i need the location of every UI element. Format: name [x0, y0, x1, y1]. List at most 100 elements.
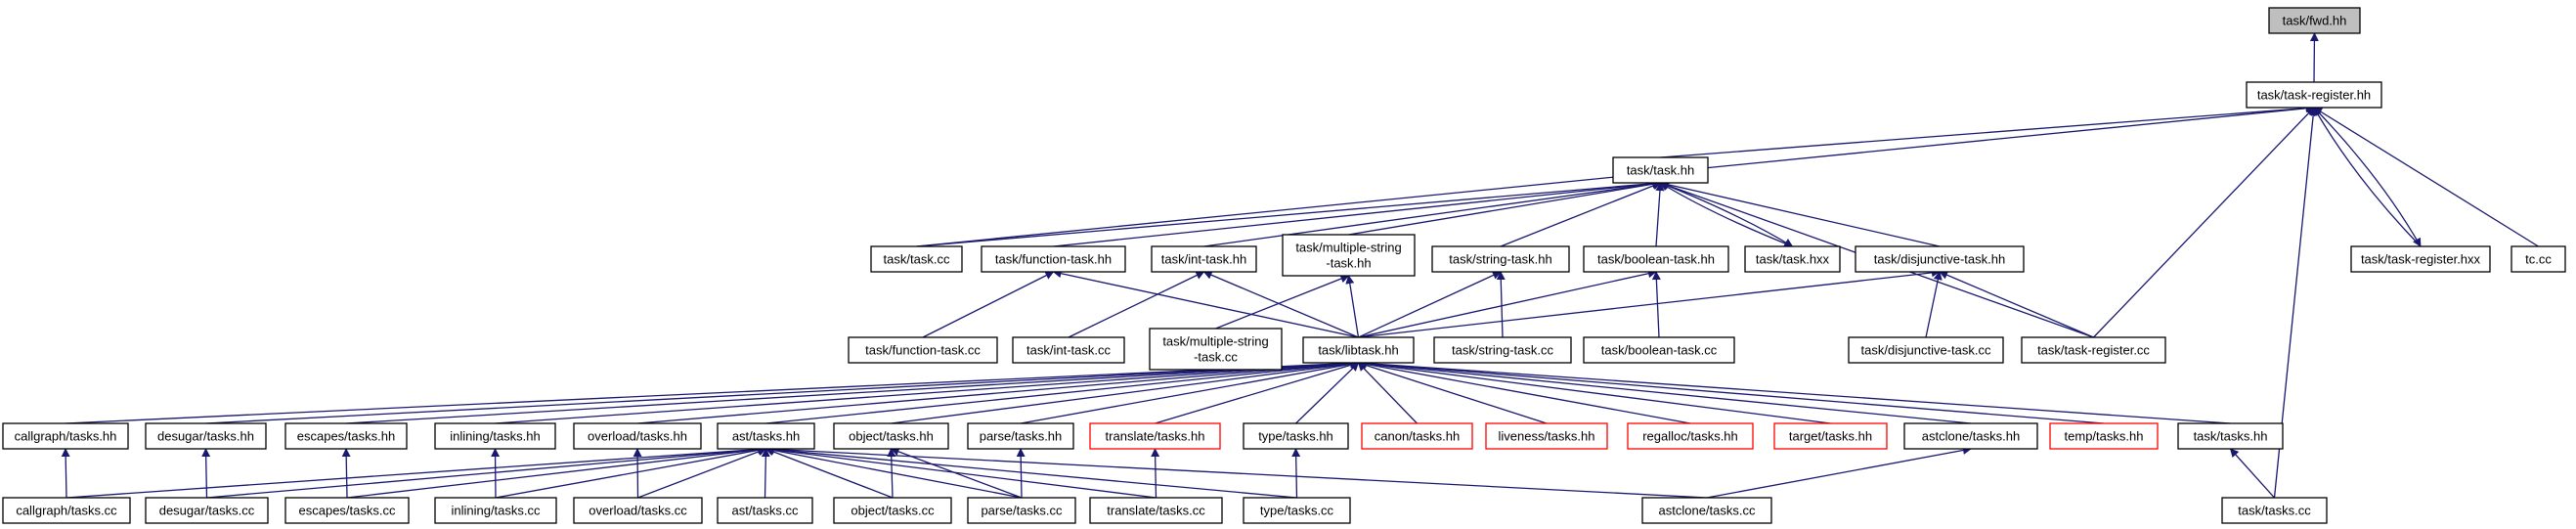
node-overload-tasks-cc[interactable]: overload/tasks.cc — [573, 497, 703, 524]
node-label: object/tasks.cc — [851, 504, 935, 518]
node-label: task/task-register.hh — [2257, 88, 2371, 103]
node-temp-tasks-hh[interactable]: temp/tasks.hh — [2049, 422, 2159, 450]
node-task-task-register-hxx[interactable]: task/task-register.hxx — [2350, 245, 2491, 273]
node-translate-tasks-cc[interactable]: translate/tasks.cc — [1089, 497, 1223, 524]
node-target-tasks-hh[interactable]: target/tasks.hh — [1773, 422, 1888, 450]
node-label: task/function-task.hh — [995, 252, 1112, 267]
node-ast-tasks-cc[interactable]: ast/tasks.cc — [717, 497, 813, 524]
node-label: task/int-task.hh — [1161, 252, 1246, 267]
edge-disj_hh-to-task_hh — [1659, 180, 1941, 247]
node-label: tc.cc — [2525, 252, 2552, 267]
node-desugar-tasks-cc[interactable]: desugar/tasks.cc — [145, 497, 269, 524]
node-task-task-cc[interactable]: task/task.cc — [870, 245, 963, 273]
node-label: task/libtask.hh — [1318, 343, 1398, 358]
edge-translate_cc-to-ast_hh — [764, 445, 1157, 499]
node-type-tasks-cc[interactable]: type/tasks.cc — [1243, 497, 1351, 524]
node-box — [573, 422, 702, 450]
node-liveness-tasks-hh[interactable]: liveness/tasks.hh — [1485, 422, 1608, 450]
node-label: task/tasks.cc — [2238, 504, 2311, 518]
node-box — [284, 422, 408, 450]
node-astclone-tasks-hh[interactable]: astclone/tasks.hh — [1903, 422, 2038, 450]
node-label: regalloc/tasks.hh — [1642, 429, 1738, 444]
node-task-disjunctive-task-cc[interactable]: task/disjunctive-task.cc — [1848, 336, 2004, 364]
node-escapes-tasks-cc[interactable]: escapes/tasks.cc — [284, 497, 410, 524]
node-desugar-tasks-hh[interactable]: desugar/tasks.hh — [145, 422, 267, 450]
node-task-task-register-hh[interactable]: task/task-register.hh — [2246, 81, 2382, 109]
node-box — [1089, 422, 1221, 450]
node-tc-cc[interactable]: tc.cc — [2511, 245, 2566, 273]
edge-libtask-to-multi_hh — [1345, 275, 1360, 338]
node-type-tasks-hh[interactable]: type/tasks.hh — [1243, 422, 1349, 450]
node-box — [1149, 328, 1283, 371]
node-task-disjunctive-task-hh[interactable]: task/disjunctive-task.hh — [1855, 245, 2025, 273]
node-label: overload/tasks.cc — [589, 504, 687, 518]
node-task-tasks-cc[interactable]: task/tasks.cc — [2221, 497, 2328, 524]
node-task-function-task-cc[interactable]: task/function-task.cc — [848, 336, 998, 364]
node-object-tasks-cc[interactable]: object/tasks.cc — [833, 497, 952, 524]
edge-tasktasks_hh-to-libtask — [1357, 359, 2231, 424]
node-task-multiple-string-task-cc[interactable]: task/multiple-string-task.cc — [1149, 328, 1283, 371]
node-canon-tasks-hh[interactable]: canon/tasks.hh — [1361, 422, 1473, 450]
node-task-task-hxx[interactable]: task/task.hxx — [1744, 245, 1841, 273]
node-escapes-tasks-hh[interactable]: escapes/tasks.hh — [284, 422, 408, 450]
edge-register_hh-to-register_hxx — [2313, 107, 2422, 247]
node-astclone-tasks-cc[interactable]: astclone/tasks.cc — [1641, 497, 1772, 524]
node-box — [1744, 245, 1841, 273]
node-label: desugar/tasks.hh — [157, 429, 254, 444]
node-parse-tasks-hh[interactable]: parse/tasks.hh — [967, 422, 1074, 450]
node-box — [1485, 422, 1608, 450]
edge-task_hh-to-task_hxx — [1660, 182, 1794, 247]
node-task-boolean-task-cc[interactable]: task/boolean-task.cc — [1583, 336, 1735, 364]
edge-temp_hh-to-libtask — [1357, 359, 2105, 424]
node-label: task/int-task.cc — [1026, 343, 1111, 358]
node-task-function-task-hh[interactable]: task/function-task.hh — [981, 245, 1126, 273]
node-label: astclone/tasks.hh — [1922, 429, 2020, 444]
node-parse-tasks-cc[interactable]: parse/tasks.cc — [967, 497, 1076, 524]
node-label: task/task-register.hxx — [2361, 252, 2481, 267]
node-task-int-task-hh[interactable]: task/int-task.hh — [1151, 245, 1257, 273]
node-task-string-task-hh[interactable]: task/string-task.hh — [1431, 245, 1570, 273]
node-task-tasks-hh[interactable]: task/tasks.hh — [2177, 422, 2284, 450]
node-box — [2246, 81, 2382, 109]
node-box — [1627, 422, 1754, 450]
node-callgraph-tasks-hh[interactable]: callgraph/tasks.hh — [2, 422, 129, 450]
edge-regalloc_hh-to-libtask — [1357, 360, 1691, 424]
edge-task_hh-to-register_hh — [1660, 104, 2315, 158]
node-task-task-hh[interactable]: task/task.hh — [1612, 156, 1709, 184]
node-box — [1773, 422, 1888, 450]
node-object-tasks-hh[interactable]: object/tasks.hh — [833, 422, 949, 450]
node-callgraph-tasks-cc[interactable]: callgraph/tasks.cc — [2, 497, 131, 524]
node-label: liveness/tasks.hh — [1499, 429, 1595, 444]
node-task-boolean-task-hh[interactable]: task/boolean-task.hh — [1583, 245, 1729, 273]
node-ast-tasks-hh[interactable]: ast/tasks.hh — [717, 422, 815, 450]
node-label: type/tasks.hh — [1258, 429, 1333, 444]
node-overload-tasks-hh[interactable]: overload/tasks.hh — [573, 422, 702, 450]
node-task-string-task-cc[interactable]: task/string-task.cc — [1433, 336, 1572, 364]
node-task-multiple-string-task-hh[interactable]: task/multiple-string-task.hh — [1282, 234, 1416, 277]
node-label: task/string-task.hh — [1449, 252, 1552, 267]
node-inlining-tasks-hh[interactable]: inlining/tasks.hh — [434, 422, 556, 450]
edge-string_hh-to-task_hh — [1500, 181, 1662, 247]
node-label: task/task.cc — [884, 252, 950, 267]
edge-int_hh-to-task_hh — [1203, 179, 1662, 247]
node-box — [434, 497, 557, 524]
node-label: temp/tasks.hh — [2065, 429, 2144, 444]
edge-callgraph_cc-to-ast_hh — [65, 445, 767, 499]
node-regalloc-tasks-hh[interactable]: regalloc/tasks.hh — [1627, 422, 1754, 450]
node-task-task-register-cc[interactable]: task/task-register.cc — [2021, 336, 2166, 364]
node-box — [2049, 422, 2159, 450]
edge-function_cc-to-function_hh — [922, 271, 1055, 338]
edge-escapes_hh-to-libtask — [345, 358, 1360, 424]
node-inlining-tasks-cc[interactable]: inlining/tasks.cc — [434, 497, 557, 524]
node-task-fwd-hh[interactable]: task/fwd.hh — [2268, 7, 2361, 34]
edge-desugar_cc-to-ast_hh — [206, 445, 767, 499]
edge-object_hh-to-libtask — [891, 359, 1360, 424]
node-task-libtask-hh[interactable]: task/libtask.hh — [1302, 336, 1415, 364]
edge-libtask-to-int_hh — [1202, 271, 1359, 338]
node-label: -task.cc — [1194, 350, 1238, 365]
node-box — [1361, 422, 1473, 450]
node-translate-tasks-hh[interactable]: translate/tasks.hh — [1089, 422, 1221, 450]
node-task-int-task-cc[interactable]: task/int-task.cc — [1012, 336, 1125, 364]
edge-overload_hh-to-libtask — [636, 359, 1360, 424]
